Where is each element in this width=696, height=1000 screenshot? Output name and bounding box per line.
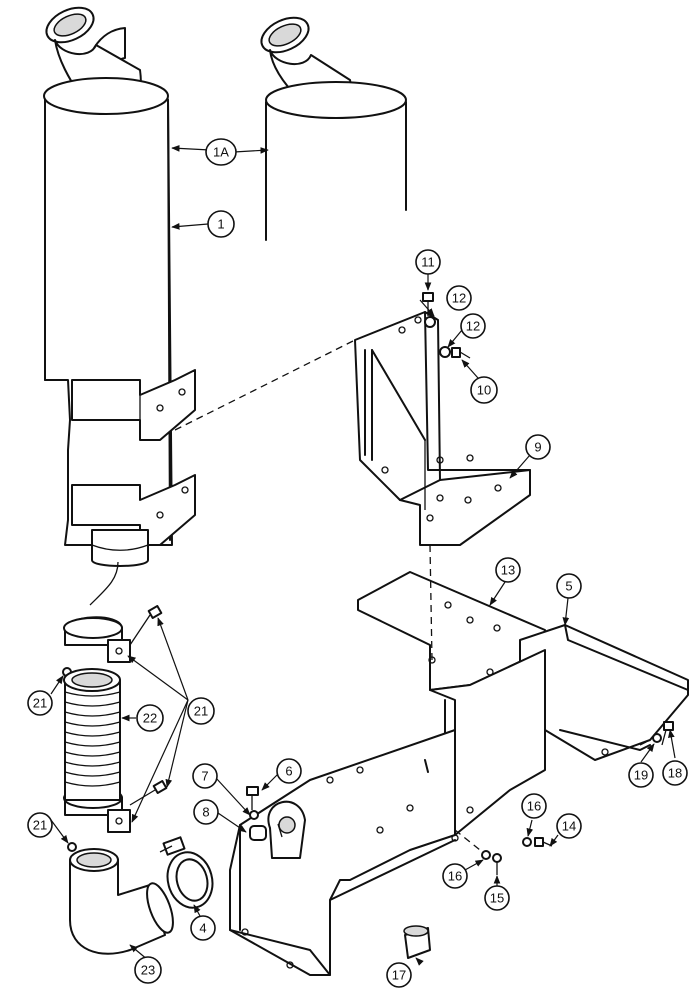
alignment-lines (174, 339, 651, 851)
callout-5: 5 (556, 573, 582, 599)
svg-text:10: 10 (477, 383, 491, 398)
svg-text:5: 5 (565, 579, 572, 594)
svg-text:18: 18 (668, 766, 682, 781)
callout-14: 14 (556, 813, 582, 839)
frame-5 (229, 571, 689, 976)
band-clamp-4 (159, 836, 214, 909)
callout-9: 9 (525, 434, 551, 460)
callout-21-right: 21 (187, 697, 215, 725)
callout-12-upper: 12 (446, 285, 472, 311)
svg-text:22: 22 (143, 711, 157, 726)
callout-22: 22 (136, 704, 164, 732)
bolts-14-15-16 (481, 837, 553, 875)
bolts-6-7-8 (246, 786, 283, 841)
callout-1: 1 (207, 210, 235, 238)
svg-text:4: 4 (199, 921, 206, 936)
svg-text:9: 9 (534, 440, 541, 455)
callout-4: 4 (190, 915, 216, 941)
svg-text:7: 7 (201, 769, 208, 784)
callout-12-lower: 12 (460, 313, 486, 339)
muffler-1a (260, 16, 407, 241)
bracket-9 (354, 311, 531, 546)
svg-text:21: 21 (33, 818, 47, 833)
spacer-17 (403, 925, 431, 959)
svg-text:12: 12 (452, 291, 466, 306)
callout-13: 13 (495, 557, 521, 583)
svg-text:6: 6 (285, 764, 292, 779)
callout-21-left-lower: 21 (27, 812, 53, 838)
callout-15: 15 (484, 885, 510, 911)
callout-16-right: 16 (521, 793, 547, 819)
svg-text:12: 12 (466, 319, 480, 334)
callout-7: 7 (192, 763, 218, 789)
svg-text:13: 13 (501, 563, 515, 578)
svg-text:16: 16 (527, 799, 541, 814)
callout-11: 11 (415, 249, 441, 275)
callout-21-left-upper: 21 (27, 690, 53, 716)
callout-8: 8 (193, 799, 219, 825)
svg-text:23: 23 (141, 963, 155, 978)
flex-pipe-22 (63, 668, 121, 801)
nut-21-lower (67, 842, 77, 852)
svg-text:14: 14 (562, 819, 576, 834)
svg-text:15: 15 (490, 891, 504, 906)
callout-17: 17 (386, 962, 412, 988)
bolts-top (422, 292, 471, 359)
muffler-1 (43, 6, 196, 606)
svg-text:16: 16 (448, 869, 462, 884)
callout-18: 18 (662, 760, 688, 786)
svg-text:21: 21 (33, 696, 47, 711)
svg-text:19: 19 (634, 768, 648, 783)
callout-19: 19 (628, 762, 654, 788)
callout-1a: 1A (205, 138, 237, 166)
svg-text:8: 8 (202, 805, 209, 820)
callout-23: 23 (134, 956, 162, 984)
callout-10: 10 (470, 376, 498, 404)
callout-6: 6 (276, 758, 302, 784)
svg-text:17: 17 (392, 968, 406, 983)
elbow-23 (69, 848, 174, 955)
svg-text:1A: 1A (213, 145, 229, 160)
clamp-upper (63, 605, 163, 663)
callout-16-left: 16 (442, 863, 468, 889)
svg-text:21: 21 (194, 704, 208, 719)
leader-lines (50, 145, 676, 966)
svg-text:1: 1 (217, 217, 224, 232)
svg-text:11: 11 (421, 255, 435, 270)
